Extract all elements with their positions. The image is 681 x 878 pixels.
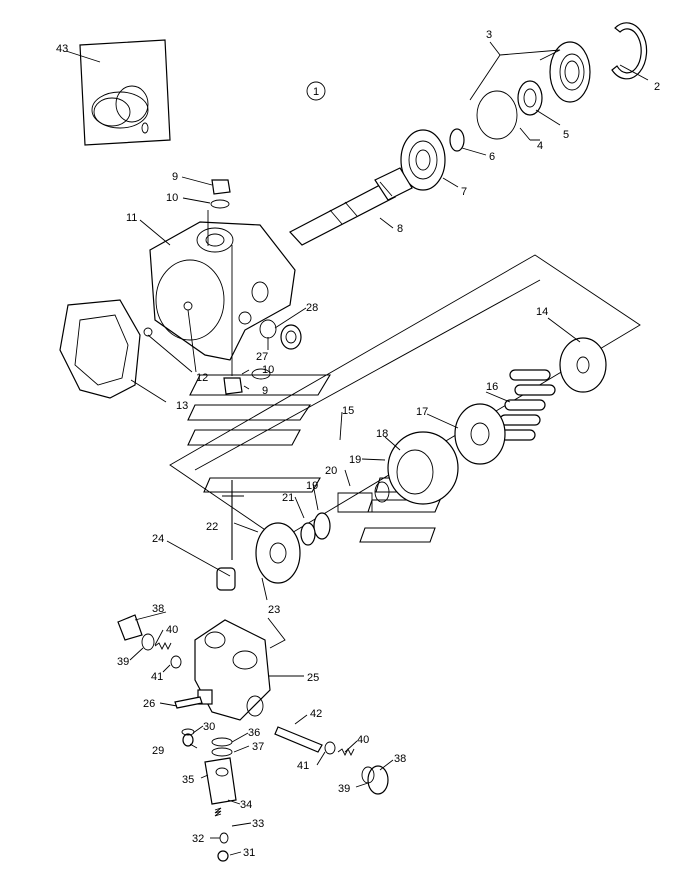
label-22: 22 [206,521,218,533]
left-relief-valve [117,614,182,669]
drain-plug [181,728,195,747]
assembly-outline [169,254,641,541]
label-5: 5 [563,129,569,141]
label-39-right: 39 [338,783,350,795]
label-41-right: 41 [297,760,309,772]
label-33: 33 [252,818,264,830]
label-32: 32 [192,833,204,845]
label-35: 35 [182,774,194,786]
upper-shaft-parts [400,22,648,191]
seal-kit-bag [79,39,171,146]
label-18: 18 [376,428,388,440]
assembly-number-badge [306,81,326,101]
label-25: 25 [307,672,319,684]
label-43: 43 [56,43,68,55]
label-24: 24 [152,533,164,545]
label-19-upper: 19 [349,454,361,466]
label-40-right: 40 [357,734,369,746]
label-41-left: 41 [151,671,163,683]
housing-gasket [59,299,153,399]
label-3: 3 [486,29,492,41]
label-16: 16 [486,381,498,393]
label-29: 29 [152,745,164,757]
pistons [494,369,556,441]
port-fitting [259,319,302,350]
label-10-top: 10 [166,192,178,204]
label-2: 2 [654,81,660,93]
label-4: 4 [537,140,543,152]
label-30: 30 [203,721,215,733]
label-40-left: 40 [166,624,178,636]
label-36: 36 [248,727,260,739]
label-27: 27 [256,351,268,363]
label-15: 15 [342,405,354,417]
label-26: 26 [143,698,155,710]
label-14: 14 [536,306,548,318]
label-7: 7 [461,186,467,198]
label-39-left: 39 [117,656,129,668]
bolt [174,696,203,709]
label-11: 11 [126,212,137,224]
end-cap [194,619,271,721]
label-37: 37 [252,741,264,753]
control-valve [204,737,237,862]
label-19-lower: 19 [306,480,318,492]
label-17: 17 [416,406,428,418]
label-38-right: 38 [394,753,406,765]
label-8: 8 [397,223,403,235]
rotating-group [255,337,607,584]
pump-housing [149,221,296,361]
label-34: 34 [240,799,252,811]
label-23: 23 [268,604,280,616]
label-38-left: 38 [152,603,164,615]
right-relief-valve [274,726,389,795]
label-42: 42 [310,708,322,720]
needle-bearing [216,567,236,591]
drive-shaft [289,167,413,246]
top-plug-and-seal [210,179,231,209]
label-9-bottom: 9 [262,385,268,397]
label-21: 21 [282,492,294,504]
part-labels: 1 43 3 2 5 4 6 7 8 9 10 11 28 14 27 10 1… [56,29,660,859]
bottom-plug-and-seal [223,368,271,395]
label-31: 31 [243,847,255,859]
label-13: 13 [176,400,188,412]
label-28: 28 [306,302,318,314]
leader-lines [65,41,649,856]
label-20: 20 [325,465,337,477]
assembly-number: 1 [313,86,319,98]
label-9-top: 9 [172,171,178,183]
label-12: 12 [196,372,208,384]
label-10-bottom: 10 [262,364,274,376]
label-6: 6 [489,151,495,163]
